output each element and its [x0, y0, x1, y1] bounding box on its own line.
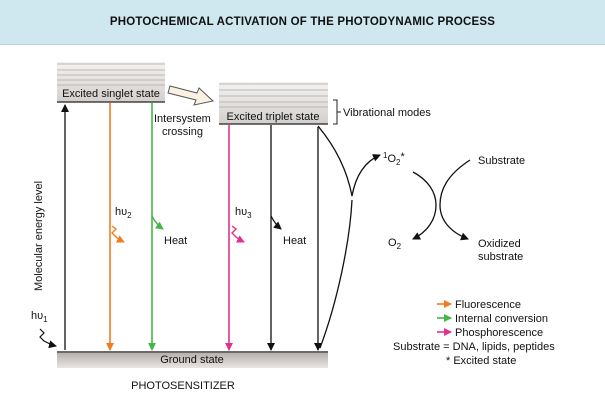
- vibrational-modes-label: Vibrational modes: [343, 107, 431, 119]
- substrate-oxidation: Substrate Oxidized substrate: [439, 155, 525, 263]
- intersystem-label-line1: Intersystem: [154, 113, 211, 125]
- heat-label-2: Heat: [283, 235, 306, 247]
- hv3-wavy-arrow: [231, 225, 245, 243]
- heat-curve-black: [270, 215, 282, 230]
- intersystem-label-line2: crossing: [162, 126, 203, 138]
- triplet-oxygen-label: O2: [388, 237, 402, 251]
- vibrational-modes-bracket: Vibrational modes: [333, 99, 431, 125]
- legend-fluorescence: Fluorescence: [455, 299, 521, 311]
- excited-singlet-label: Excited singlet state: [62, 88, 160, 100]
- legend-internal-conversion: Internal conversion: [455, 313, 548, 325]
- photosensitizer-label: PHOTOSENSITIZER: [131, 380, 235, 392]
- hv3-label: hυ3: [235, 206, 252, 220]
- diagram-title: PHOTOCHEMICAL ACTIVATION OF THE PHOTODYN…: [109, 16, 496, 28]
- legend-substrate-definition: Substrate = DNA, lipids, peptides: [393, 341, 555, 353]
- heat-label-1: Heat: [164, 235, 187, 247]
- intersystem-crossing-arrow: Intersystem crossing: [154, 85, 215, 138]
- ground-state-level: Ground state: [57, 351, 328, 368]
- excited-triplet-level: Excited triplet state: [219, 82, 328, 125]
- oxygen-cycle: 1O2* O2: [383, 151, 437, 251]
- substrate-label: Substrate: [478, 155, 525, 167]
- legend: Fluorescence Internal conversion Phospho…: [393, 299, 555, 367]
- legend-phosphorescence: Phosphorescence: [455, 327, 543, 339]
- oxidized-substrate-line2: substrate: [478, 251, 523, 263]
- hv1-wavy-arrow: [39, 328, 57, 349]
- hv2-label: hυ2: [115, 206, 132, 220]
- axis-label: Molecular energy level: [33, 181, 45, 291]
- hv2-wavy-arrow: [111, 225, 125, 243]
- ground-state-label: Ground state: [160, 354, 224, 366]
- hv1-label: hυ1: [31, 310, 48, 324]
- energy-transfer-lower-curve: [319, 199, 353, 349]
- excited-triplet-label: Excited triplet state: [227, 111, 320, 123]
- oxidized-substrate-line1: Oxidized: [478, 238, 521, 250]
- singlet-oxygen-label: 1O2*: [383, 151, 405, 167]
- header-bar: PHOTOCHEMICAL ACTIVATION OF THE PHOTODYN…: [0, 0, 605, 45]
- heat-curve-green: [151, 215, 164, 230]
- energy-transfer-curve: [317, 125, 381, 197]
- excited-singlet-level: Excited singlet state: [57, 62, 165, 103]
- legend-excited-state: * Excited state: [446, 355, 516, 367]
